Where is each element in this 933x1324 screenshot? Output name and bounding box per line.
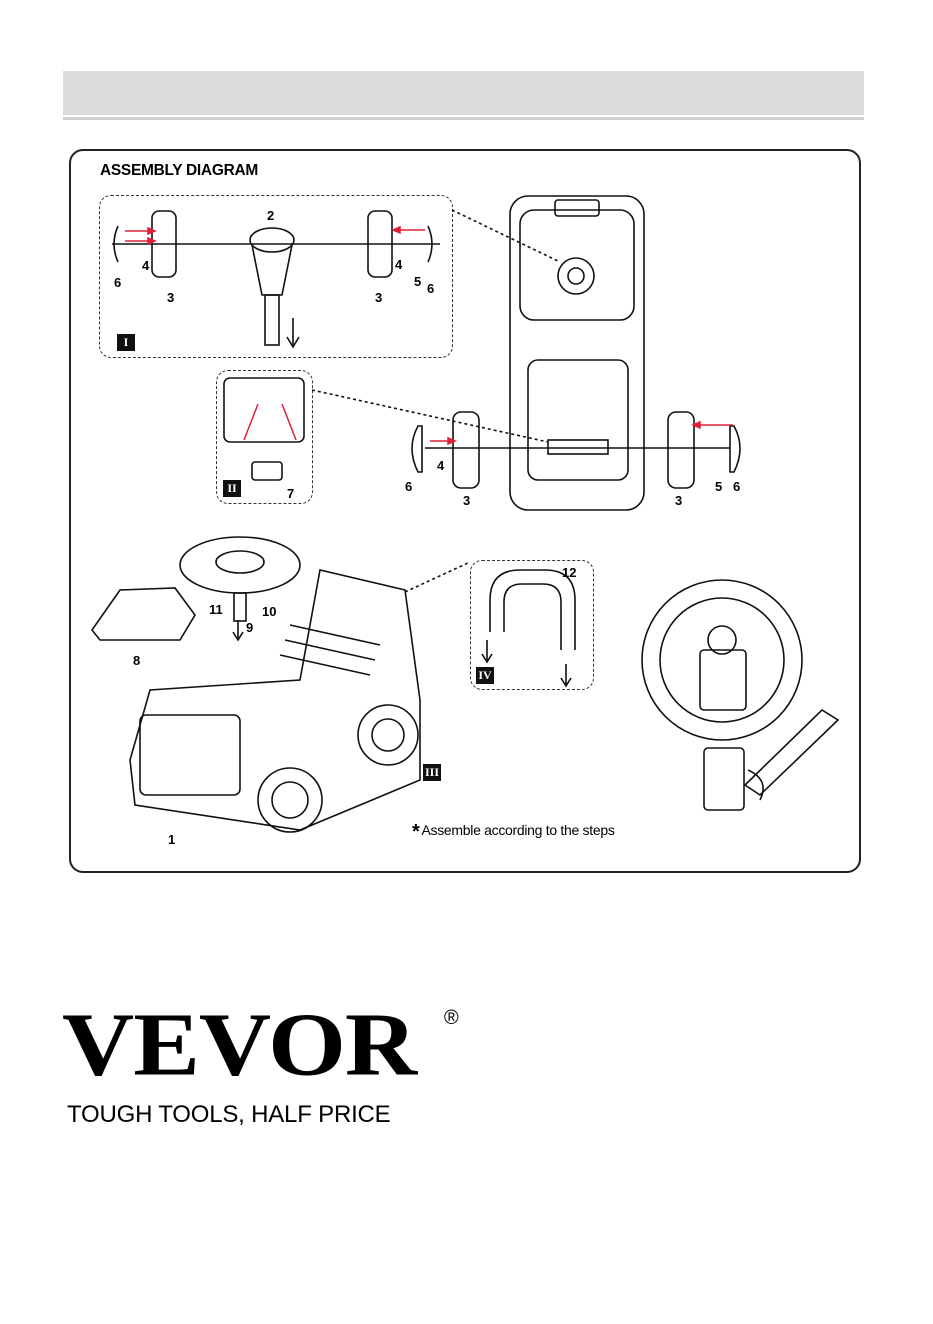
- vevor-logo: VEVOR: [62, 1000, 416, 1090]
- screwdriver-icon: [745, 710, 838, 795]
- step-marker-3: III: [423, 764, 441, 781]
- part-number: 3: [167, 291, 174, 304]
- part-number: 5: [715, 480, 722, 493]
- part-number: 4: [437, 459, 444, 472]
- wheel-top-right: [668, 412, 694, 488]
- registered-mark: ®: [444, 1008, 459, 1028]
- part-number: 3: [675, 494, 682, 507]
- seat-part-8: [92, 588, 195, 640]
- part-number: 10: [262, 605, 276, 618]
- note-text: Assemble according to the steps: [421, 822, 614, 838]
- part-number: 6: [405, 480, 412, 493]
- assembly-note: *Assemble according to the steps: [412, 821, 615, 844]
- part-number: 3: [463, 494, 470, 507]
- front-wheel: [258, 768, 322, 832]
- push-handle-part-12: [490, 570, 575, 650]
- part-number: 1: [168, 833, 175, 846]
- part-number: 8: [133, 654, 140, 667]
- part-number: 3: [375, 291, 382, 304]
- part-number: 5: [414, 275, 421, 288]
- vehicle-top-view: [510, 196, 644, 510]
- note-asterisk: *: [412, 821, 419, 843]
- brand-tagline: TOUGH TOOLS, HALF PRICE: [67, 1101, 390, 1129]
- part-number: 7: [287, 487, 294, 500]
- part-number: 11: [209, 603, 223, 616]
- part-number: 4: [395, 258, 402, 271]
- steering-mount: [558, 258, 594, 294]
- part-number: 9: [246, 621, 253, 634]
- step-marker-1: I: [117, 334, 135, 351]
- rear-wheel: [358, 705, 418, 765]
- part-number: 12: [562, 566, 576, 579]
- steering-wheel-detail: [642, 580, 802, 740]
- steering-column-part-2: [250, 228, 294, 252]
- step-marker-4: IV: [476, 667, 494, 684]
- step-marker-2: II: [223, 480, 241, 497]
- part-number: 6: [114, 276, 121, 289]
- part-number: 6: [427, 282, 434, 295]
- steering-wheel-part-9: [180, 537, 300, 593]
- part-number: 4: [142, 259, 149, 272]
- screw-detail-inset: [704, 748, 744, 810]
- part-number: 2: [267, 209, 274, 222]
- part-number: 6: [733, 480, 740, 493]
